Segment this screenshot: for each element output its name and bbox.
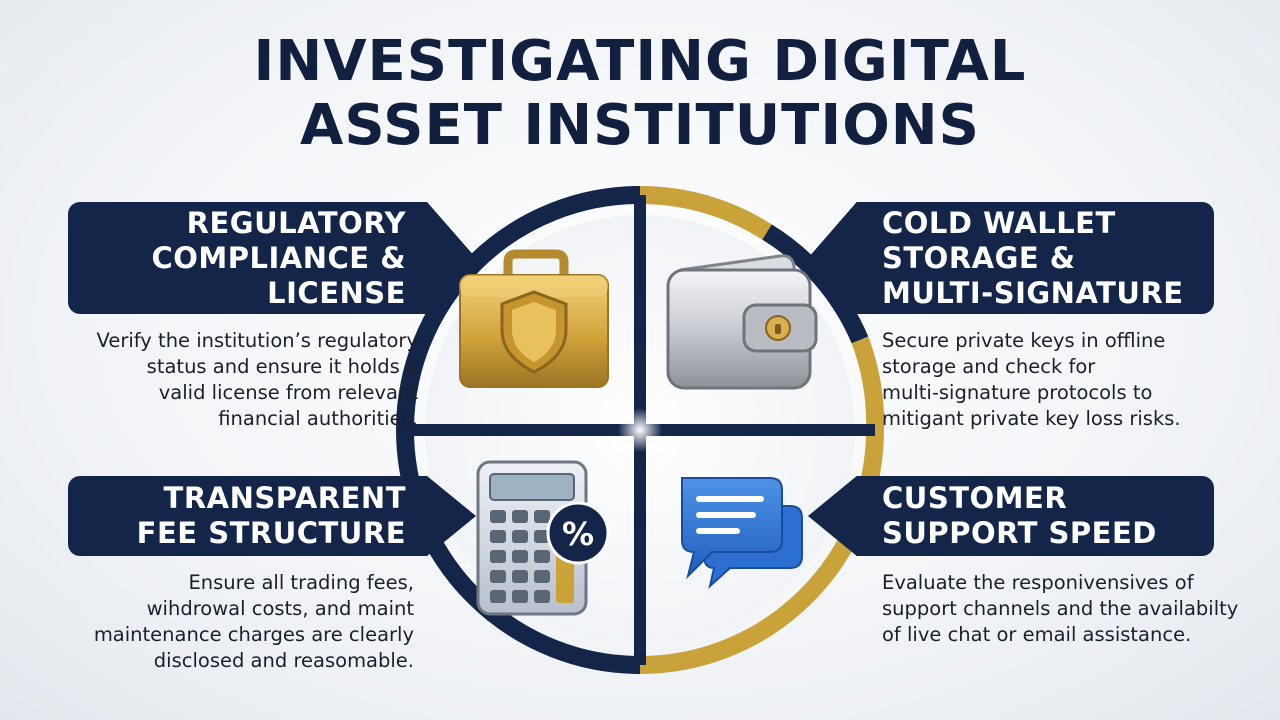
description-regulatory-compliance: Verify the institution’s regulatory stat… bbox=[97, 328, 418, 432]
calculator-percent-icon: % bbox=[476, 460, 610, 616]
description-line: Ensure all trading fees, bbox=[188, 571, 414, 594]
description-line: Evaluate the responivensives of bbox=[882, 571, 1194, 594]
description-line: maintenance charges are clearly bbox=[93, 623, 414, 646]
description-customer-support-speed: Evaluate the responivensives of support … bbox=[882, 570, 1238, 648]
description-line: valid license from relevant bbox=[158, 381, 418, 404]
wallet-icon bbox=[666, 254, 818, 390]
description-line: support channels and the availabilty bbox=[882, 597, 1239, 620]
heading-line: FEE STRUCTURE bbox=[136, 516, 406, 550]
ring-segment-top-right-navy bbox=[762, 224, 869, 344]
description-line: mitigant private key loss risks. bbox=[882, 407, 1181, 430]
description-line: multi-signature protocols to bbox=[882, 381, 1153, 404]
ring-segment-top-left bbox=[396, 186, 641, 431]
banner-transparent-fee-structure: TRANSPARENT FEE STRUCTURE bbox=[68, 476, 476, 556]
heading-line: COMPLIANCE & bbox=[151, 240, 406, 275]
percent-symbol: % bbox=[562, 515, 594, 553]
title-line-1: INVESTIGATING DIGITAL bbox=[253, 29, 1027, 94]
banner-customer-support-speed: CUSTOMER SUPPORT SPEED bbox=[808, 476, 1214, 556]
ring-segment-top-right-gold bbox=[639, 185, 772, 240]
description-line: Verify the institution’s regulatory bbox=[96, 329, 418, 352]
page-title: INVESTIGATING DIGITAL ASSET INSTITUTIONS bbox=[0, 30, 1280, 158]
description-line: storage and check for bbox=[882, 355, 1096, 378]
heading-line: STORAGE & bbox=[882, 240, 1076, 275]
description-line: of live chat or email assistance. bbox=[882, 623, 1192, 646]
banner-regulatory-compliance: REGULATORY COMPLIANCE & LICENSE bbox=[68, 202, 476, 314]
heading-line: COLD WALLET bbox=[882, 205, 1116, 240]
heading-line: CUSTOMER bbox=[882, 481, 1068, 515]
heading-line: MULTI-SIGNATURE bbox=[882, 275, 1184, 310]
heading-line: TRANSPARENT bbox=[163, 481, 406, 515]
ring-segment-right-gold bbox=[851, 336, 885, 431]
description-line: status and ensure it holds a bbox=[146, 355, 418, 378]
chat-bubbles-icon bbox=[681, 477, 803, 589]
briefcase-shield-icon bbox=[459, 249, 609, 388]
heading-line: REGULATORY bbox=[186, 205, 406, 240]
description-cold-wallet-storage: Secure private keys in offline storage a… bbox=[882, 328, 1181, 432]
center-glow bbox=[618, 408, 662, 452]
description-transparent-fee-structure: Ensure all trading fees, wihdrowal costs… bbox=[94, 570, 414, 674]
description-line: disclosed and reasomable. bbox=[153, 649, 414, 672]
banner-cold-wallet-storage: COLD WALLET STORAGE & MULTI-SIGNATURE bbox=[808, 202, 1214, 314]
heading-line: LICENSE bbox=[267, 275, 406, 310]
description-line: wihdrowal costs, and maint bbox=[146, 597, 414, 620]
description-line: Secure private keys in offline bbox=[882, 329, 1166, 352]
heading-line: SUPPORT SPEED bbox=[882, 516, 1157, 550]
title-line-2: ASSET INSTITUTIONS bbox=[299, 93, 981, 158]
description-line: financial authorities. bbox=[218, 407, 418, 430]
